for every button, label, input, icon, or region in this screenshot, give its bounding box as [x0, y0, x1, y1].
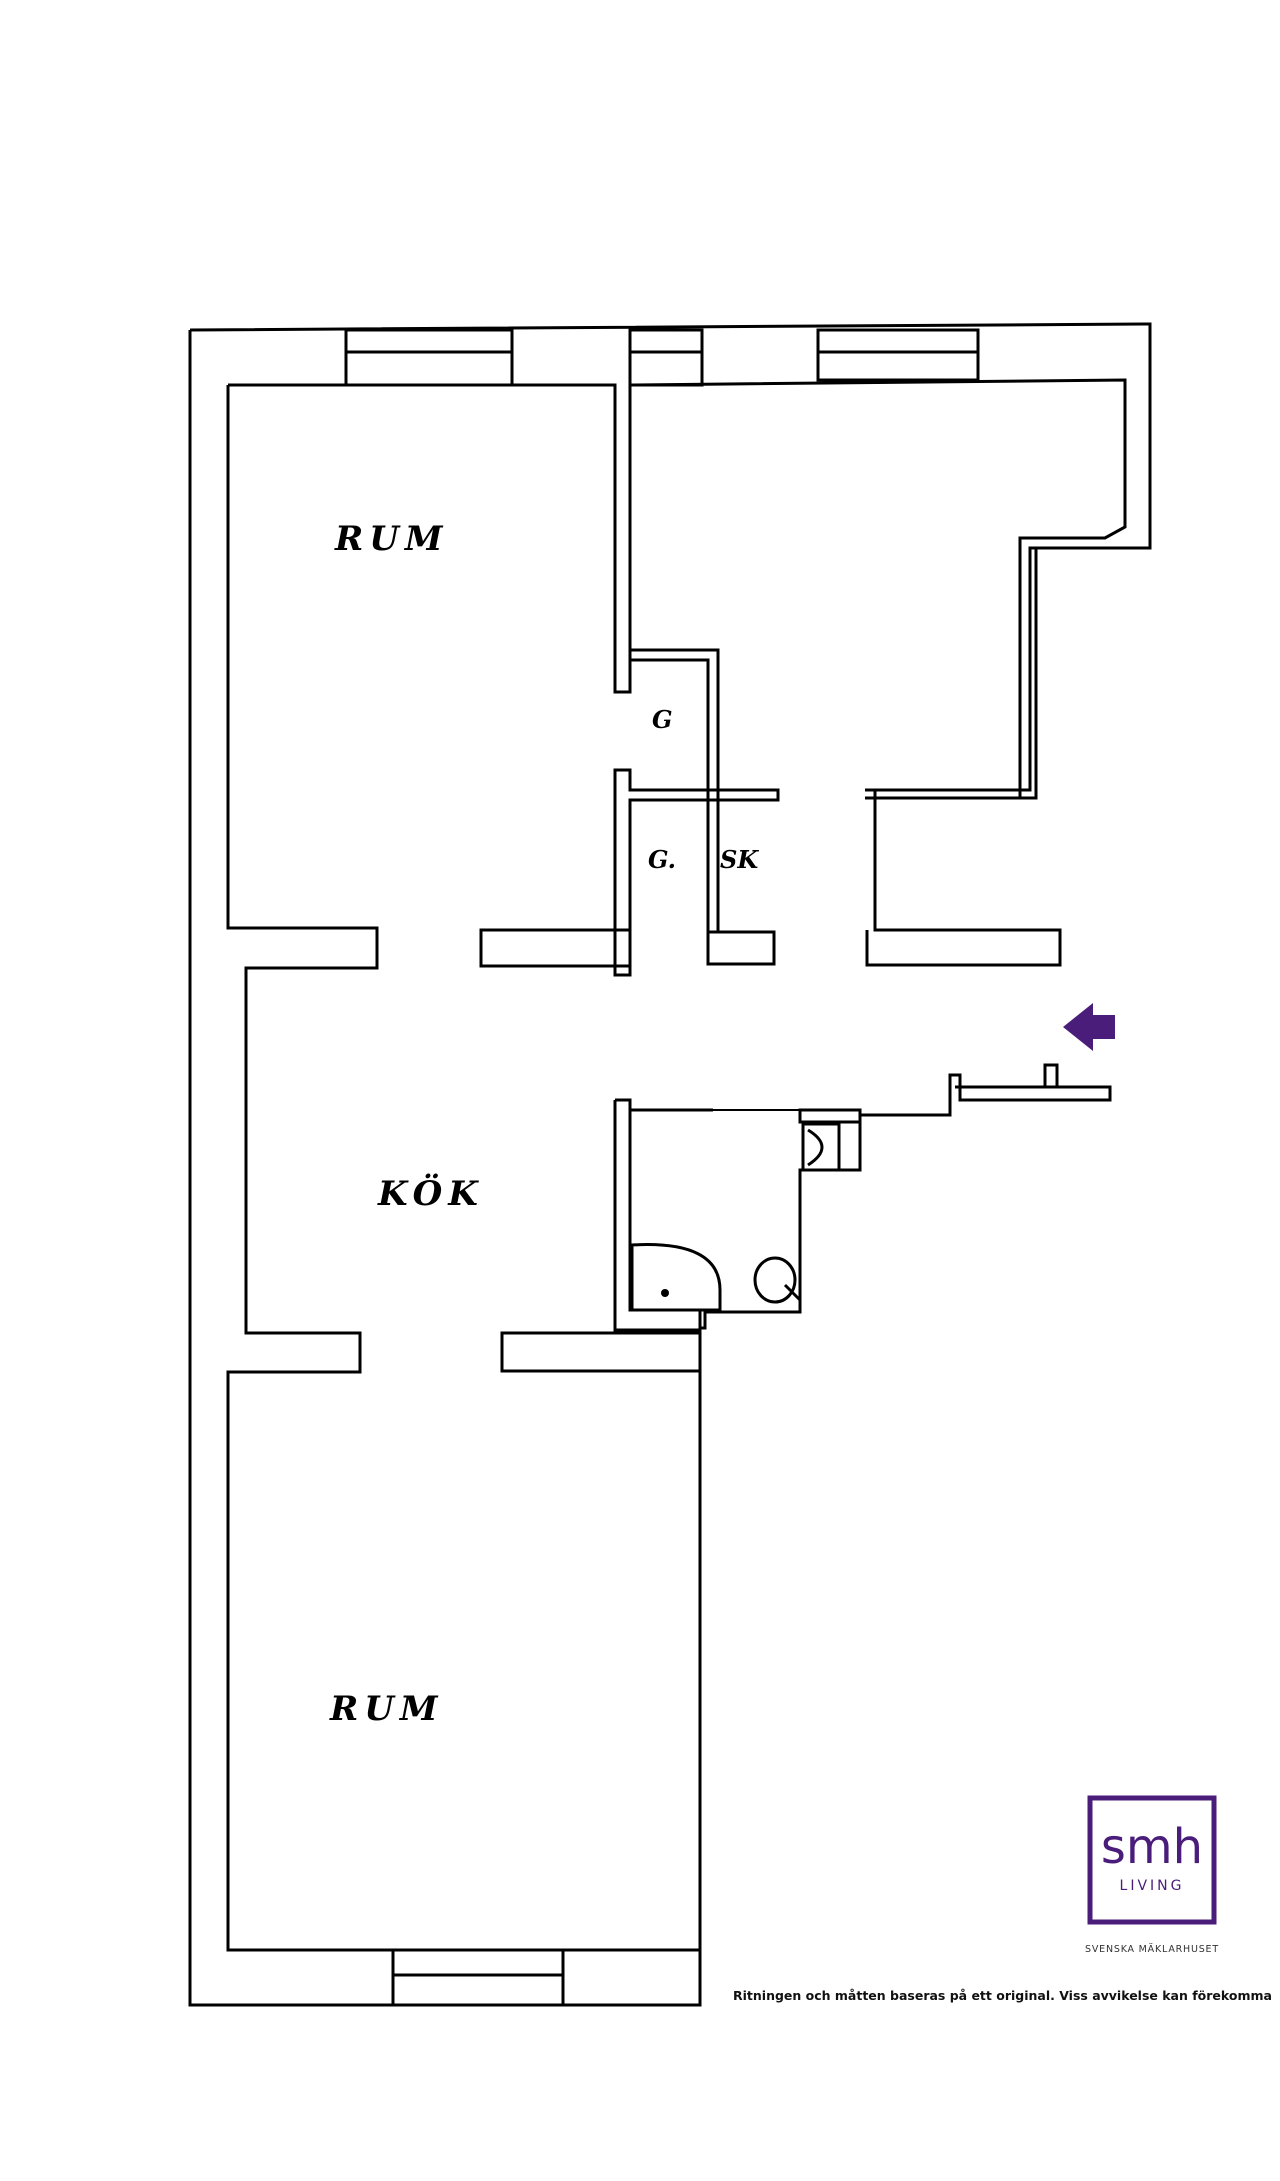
logo-tagline: SVENSKA MÄKLARHUSET — [1085, 1944, 1219, 1955]
smh-logo: smh LIVING — [1087, 1795, 1217, 1925]
closet-label-1: G — [652, 705, 673, 734]
bathroom-walls — [615, 1073, 1112, 1330]
sink — [801, 1122, 841, 1172]
svg-text:LIVING: LIVING — [1120, 1878, 1185, 1894]
closet-label-3: SK — [720, 845, 759, 874]
window-top-3 — [816, 328, 980, 382]
room-label-top: RUM — [334, 519, 449, 559]
closet-label-2: G. — [648, 845, 676, 874]
window-top-1 — [344, 328, 514, 387]
arrow-left-icon — [1063, 1003, 1115, 1051]
window-bottom — [391, 1948, 565, 2007]
outer-wall — [189, 322, 1152, 792]
room-label-kitchen: KÖK — [377, 1173, 484, 1214]
shower — [630, 1243, 722, 1312]
room-label-bottom: RUM — [329, 1689, 444, 1729]
window-top-2 — [628, 328, 704, 387]
outer-wall-left — [188, 330, 702, 2007]
toilet — [753, 1256, 797, 1304]
disclaimer-text: Ritningen och måtten baseras på ett orig… — [733, 1988, 1272, 2003]
inner-wall-left — [226, 385, 700, 1952]
top-wall-inner — [629, 378, 1127, 800]
svg-text:smh: smh — [1101, 1819, 1203, 1875]
